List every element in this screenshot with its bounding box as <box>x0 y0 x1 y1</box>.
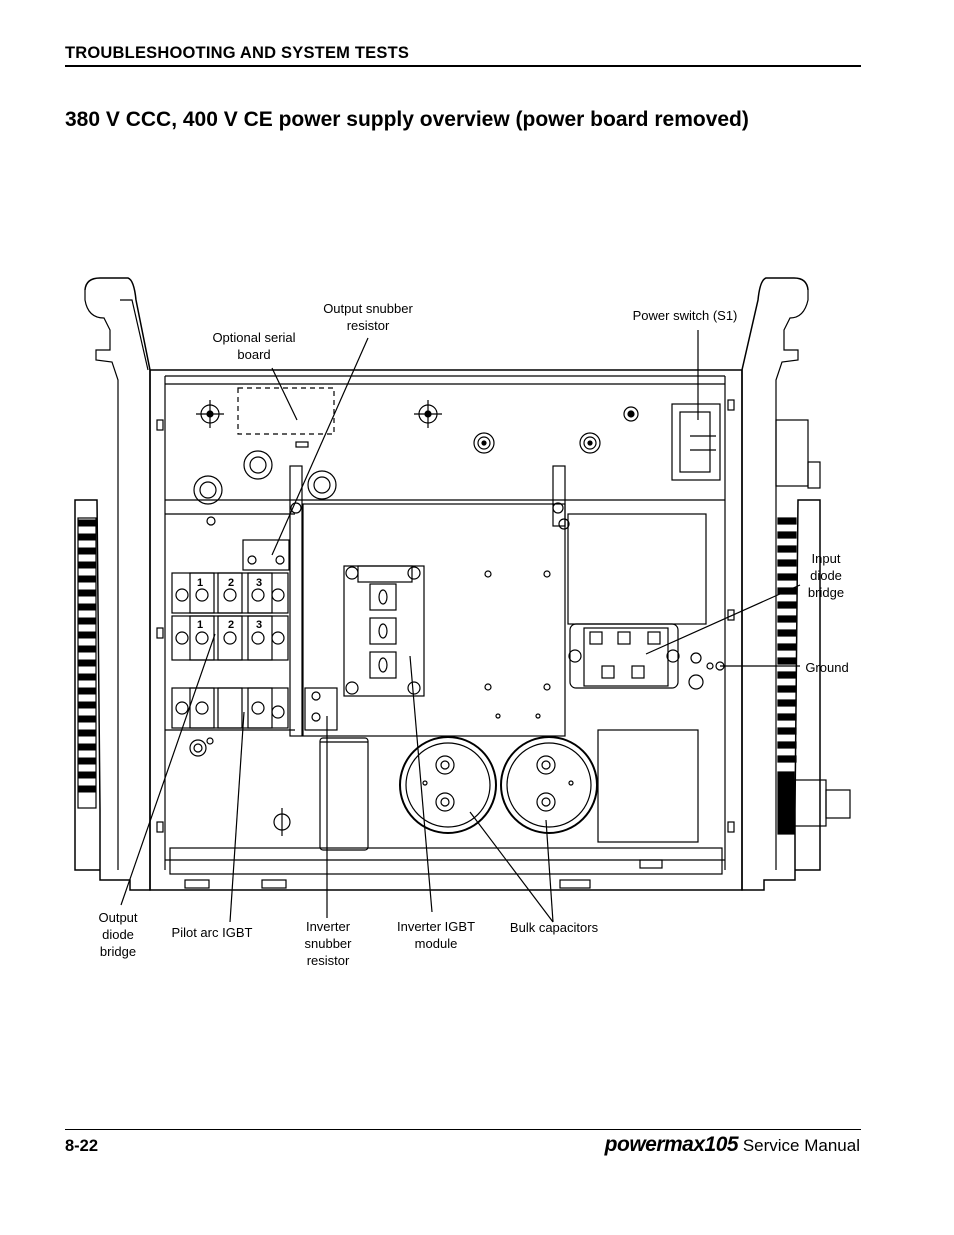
label-optional-serial-board: Optional serial board <box>212 330 296 362</box>
module-number-1b: 1 <box>197 619 204 631</box>
module-number-3a: 3 <box>256 577 263 589</box>
standoffs <box>189 400 639 836</box>
label-output-diode-bridge: Output diode bridge <box>98 910 138 959</box>
output-diode-bridge-shape <box>171 572 289 661</box>
page-title: 380 V CCC, 400 V CE power supply overvie… <box>65 108 749 131</box>
module-number-1a: 1 <box>197 577 204 589</box>
center-panel <box>289 465 707 737</box>
power-switch-shape <box>671 403 721 481</box>
input-diode-bridge-shape <box>568 623 725 690</box>
module-number-3b: 3 <box>256 619 263 631</box>
label-pilot-arc-igbt: Pilot arc IGBT <box>171 925 253 940</box>
label-ground: Ground <box>805 660 849 675</box>
inverter-igbt-shape <box>343 565 425 697</box>
leader-lines <box>120 330 801 923</box>
optional-serial-board-outline <box>237 387 335 435</box>
brand-suffix: Service Manual <box>742 1136 860 1155</box>
left-side-panel <box>74 277 151 891</box>
label-output-snubber-resistor: Output snubber resistor <box>323 301 413 333</box>
module-number-2a: 2 <box>228 577 235 589</box>
chassis <box>149 369 743 891</box>
brand-logo: powermax105 <box>604 1133 739 1156</box>
right-vents <box>777 517 797 763</box>
pilot-arc-igbt-shape <box>171 687 289 729</box>
brand-name: powermax <box>604 1133 705 1156</box>
right-side-panel <box>741 277 851 891</box>
module-number-2b: 2 <box>228 619 235 631</box>
left-vents <box>77 519 97 793</box>
footer-rule <box>65 1129 861 1130</box>
label-input-diode-bridge: Input diode bridge <box>807 551 845 600</box>
brand-model: 105 <box>704 1133 739 1156</box>
header-rule <box>65 65 861 67</box>
output-snubber-shape <box>242 539 290 571</box>
bulk-capacitors-shape <box>399 729 699 843</box>
label-power-switch: Power switch (S1) <box>632 308 738 323</box>
label-inverter-igbt-module: Inverter IGBT module <box>396 919 476 951</box>
label-inverter-snubber-resistor: Inverter snubber resistor <box>304 919 352 968</box>
page-number: 8-22 <box>65 1137 99 1155</box>
section-header: TROUBLESHOOTING AND SYSTEM TESTS <box>65 44 410 62</box>
label-bulk-capacitors: Bulk capacitors <box>509 920 599 935</box>
inverter-snubber-shape <box>304 687 369 851</box>
footer-brand: powermax105 Service Manual <box>605 1133 860 1157</box>
